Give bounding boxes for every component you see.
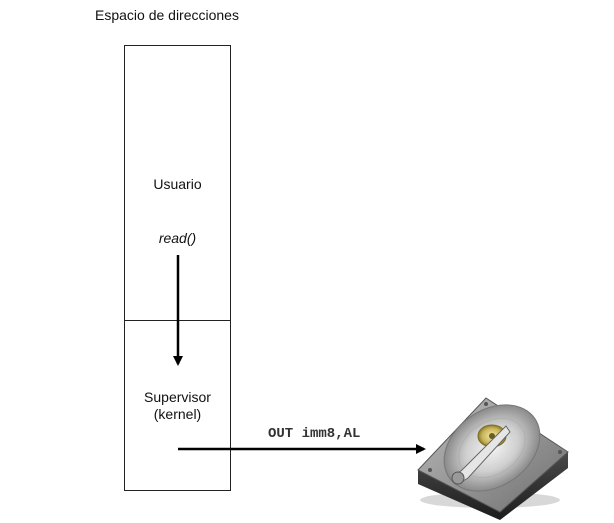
diagram-title: Espacio de direcciones: [95, 7, 239, 23]
read-call-label: read(): [158, 230, 197, 246]
user-region-label: Usuario: [153, 176, 202, 192]
kernel-region-label: Supervisor (kernel): [124, 389, 231, 423]
hard-disk-icon: [417, 397, 569, 520]
kernel-label-line2: (kernel): [153, 406, 202, 422]
address-space-box: [124, 45, 231, 491]
kernel-label-line1: Supervisor: [144, 389, 211, 405]
io-instruction-label: OUT imm8,AL: [268, 426, 361, 442]
